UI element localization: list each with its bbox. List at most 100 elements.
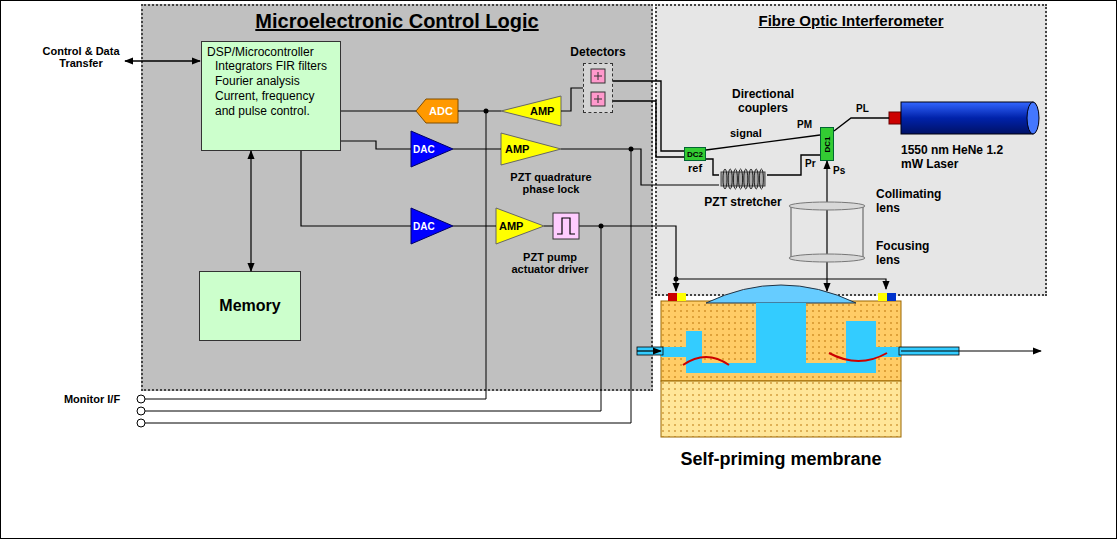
junction-dot [674, 277, 679, 282]
label-holder: PZT quadrature phase lock [501, 171, 601, 195]
pump-label: Self-priming membrane [661, 449, 901, 470]
edge-label-holder: signal [729, 127, 763, 139]
label-holder: Control & Data Transfer [41, 45, 121, 69]
annotation-label: PZT quadrature phase lock [501, 171, 601, 195]
pzt-stretcher-shape [719, 167, 767, 191]
panel-title: Fibre Optic Interferometer [657, 12, 1045, 29]
coupler: DC1 [820, 127, 834, 161]
coil-turn [739, 169, 743, 189]
annotation-label: Focusing lens [876, 239, 956, 267]
annotation-label: Ps [833, 165, 845, 176]
drawing-part [1027, 102, 1039, 134]
coil-turn [728, 169, 732, 189]
coupler-label: DC2 [687, 150, 703, 159]
drawing-part [829, 353, 887, 361]
collimating-lens [789, 202, 865, 210]
block-label: AMP [505, 143, 529, 155]
drawing-part [701, 363, 761, 373]
io-arrow [125, 60, 200, 61]
dac-block: DAC [411, 208, 453, 244]
inlet-arrow [637, 350, 661, 351]
block-label: DAC [413, 221, 435, 232]
focusing-lens [789, 254, 865, 262]
terminal [137, 419, 145, 427]
coupler: DC2 [684, 147, 706, 161]
control-panel: Microelectronic Control LogicDSP/Microco… [141, 4, 653, 391]
detector-pair: Detectors [583, 63, 613, 113]
label-holder: Focusing lens [876, 239, 956, 267]
coil-turn [744, 169, 748, 189]
drawing-part [846, 321, 876, 373]
drawing-part [501, 96, 561, 126]
box-label: Memory [219, 297, 280, 315]
drawing-part [496, 208, 544, 244]
block-label: AMP [499, 220, 523, 232]
drawing-part [668, 293, 677, 301]
drawing-part [501, 133, 561, 165]
drawing-part [873, 347, 901, 357]
terminal [137, 395, 145, 403]
label-holder: PM [797, 119, 812, 130]
amplifier: AMP [496, 208, 544, 244]
drawing-part [677, 293, 686, 301]
drawing-part [416, 99, 458, 123]
label-holder: Ps [833, 165, 845, 176]
stretcher-label: PZT stretcher [700, 195, 786, 209]
annotation-label: PL [856, 103, 869, 114]
terminal [137, 407, 145, 415]
drawing-part [661, 301, 901, 381]
box-heading: DSP/Microcontroller [207, 45, 335, 59]
amplifier: AMP [501, 96, 561, 126]
membrane-pump-shape [661, 291, 901, 441]
coil-turn [749, 169, 753, 189]
drawing-part [683, 357, 729, 365]
laser-label: 1550 nm HeNe 1.2 mW Laser [901, 143, 1011, 171]
wire-connector [458, 110, 501, 111]
edge-label: signal [729, 127, 763, 139]
wire-connector [453, 225, 496, 226]
dac-block: DAC [411, 131, 453, 167]
outlet-arrow [901, 350, 1041, 351]
block-label: AMP [530, 105, 554, 117]
annotation-label: Collimating lens [876, 187, 956, 215]
label-holder: PZT pump actuator driver [504, 251, 596, 275]
pzt-stretcher: PZT stretcher [719, 167, 767, 191]
detector-label: Detectors [553, 45, 643, 59]
annotation-label: Pr [805, 158, 816, 169]
membrane-pump: Self-priming membrane [661, 291, 901, 441]
block-label: ADC [429, 105, 453, 117]
pulse-generator [553, 213, 579, 239]
drawing-part [594, 72, 602, 80]
coupler-label: DC1 [823, 136, 832, 152]
annotation-label: PZT pump actuator driver [504, 251, 596, 275]
drawing-part [706, 285, 856, 303]
edge-label: ref [687, 162, 703, 174]
wire-connector [453, 148, 501, 149]
coil-turn [733, 169, 737, 189]
inlet-pipe [637, 347, 663, 355]
wire-connector [341, 110, 416, 111]
beam-edge [863, 206, 864, 258]
drawing-part [661, 301, 901, 381]
drawing-part [901, 102, 1033, 134]
panel-title: Microelectronic Control Logic [143, 10, 651, 33]
drawing-part [887, 293, 896, 301]
memory-box: Memory [199, 271, 301, 341]
label-holder: Monitor I/F [61, 393, 123, 405]
label-holder: PL [856, 103, 869, 114]
block-label: DAC [413, 144, 435, 155]
drawing-part [806, 363, 846, 373]
processor-box: DSP/MicrocontrollerIntegrators FIR filte… [201, 41, 341, 151]
drawing-part [661, 381, 901, 437]
drawing-part [594, 95, 602, 103]
laser-source-shape [889, 101, 1041, 135]
label-holder: Directional couplers [713, 87, 813, 115]
amplifier: AMP [501, 133, 561, 165]
annotation-label: PM [797, 119, 812, 130]
drawing-part [591, 92, 605, 106]
interferometer-panel: Fibre Optic InterferometerDC2 DC1 1550 nm … [655, 4, 1047, 296]
adc-block: ADC [416, 99, 458, 123]
drawing-part [411, 208, 453, 244]
edge-label-holder: ref [687, 162, 703, 174]
label-holder: Collimating lens [876, 187, 956, 215]
